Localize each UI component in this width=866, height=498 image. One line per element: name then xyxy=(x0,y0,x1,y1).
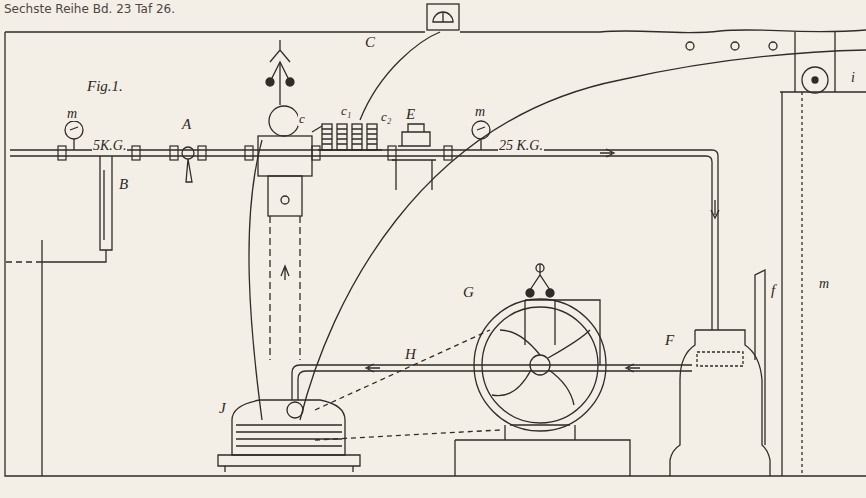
part-label: m xyxy=(818,276,830,291)
pulley xyxy=(802,67,828,93)
frame-line xyxy=(5,31,600,32)
frame-line xyxy=(781,92,782,476)
part-label: m xyxy=(66,106,78,121)
regulator-body xyxy=(258,136,312,176)
column-line xyxy=(270,216,300,360)
part-label: E xyxy=(405,106,416,123)
belt xyxy=(315,330,500,440)
dynamo xyxy=(232,400,345,455)
part-label: c₂ xyxy=(380,110,392,124)
part-label: i xyxy=(850,70,856,85)
part-label: G xyxy=(462,284,475,301)
return-pipe xyxy=(292,365,692,400)
frame-line xyxy=(780,32,866,92)
gauge-box xyxy=(427,4,459,30)
dynamo-shaft xyxy=(287,402,303,418)
part-label: Fig.1. xyxy=(86,78,124,95)
dynamo-base xyxy=(218,455,360,472)
flow-arrow xyxy=(626,364,640,372)
flow-arrow xyxy=(600,149,614,157)
plate-heading: Sechste Reihe Bd. 23 Taf 26. xyxy=(4,2,175,16)
regulator-dial xyxy=(269,106,299,136)
engine-base xyxy=(455,425,630,476)
flow-arrow xyxy=(366,364,380,372)
valve-device xyxy=(392,124,436,190)
part-label: A xyxy=(181,116,192,133)
wire xyxy=(249,140,262,420)
rod xyxy=(555,300,600,365)
wire xyxy=(360,32,440,120)
pressure-gauge xyxy=(70,127,78,150)
drain-tube xyxy=(5,261,42,262)
pressure-gauge xyxy=(65,121,83,139)
valve xyxy=(182,147,194,159)
part-label: m xyxy=(474,104,486,119)
gauge-needle xyxy=(442,12,443,22)
flywheel-spoke xyxy=(492,330,590,405)
part-label: 25 K.G. xyxy=(498,138,544,153)
part-label: 5K.G. xyxy=(92,138,127,153)
part-label: f xyxy=(770,282,776,299)
part-label: c xyxy=(298,112,306,126)
dynamo-winding xyxy=(236,425,342,446)
tank-inlet xyxy=(697,352,743,366)
drain-tube xyxy=(42,156,112,262)
rope xyxy=(801,92,802,476)
engine-frame xyxy=(525,265,555,345)
part-label: c₁ xyxy=(340,104,352,118)
gauge-dial xyxy=(433,12,453,22)
part-label: B xyxy=(118,176,129,193)
part-label: F xyxy=(664,332,675,349)
part-label: H xyxy=(404,346,417,363)
resistor-coils xyxy=(312,124,382,150)
part-label: J xyxy=(218,400,227,417)
main-pipe xyxy=(10,150,718,330)
pressure-gauge xyxy=(472,121,490,139)
part-label: C xyxy=(364,34,376,51)
frame-line xyxy=(600,30,866,33)
flow-arrow xyxy=(711,200,719,218)
wall-line xyxy=(41,240,42,476)
flow-arrow xyxy=(281,266,289,280)
regulator-column xyxy=(268,176,302,216)
frame-line xyxy=(5,32,866,476)
valve-handle xyxy=(186,159,192,182)
governor xyxy=(279,62,280,105)
overflow-tube xyxy=(755,270,765,445)
